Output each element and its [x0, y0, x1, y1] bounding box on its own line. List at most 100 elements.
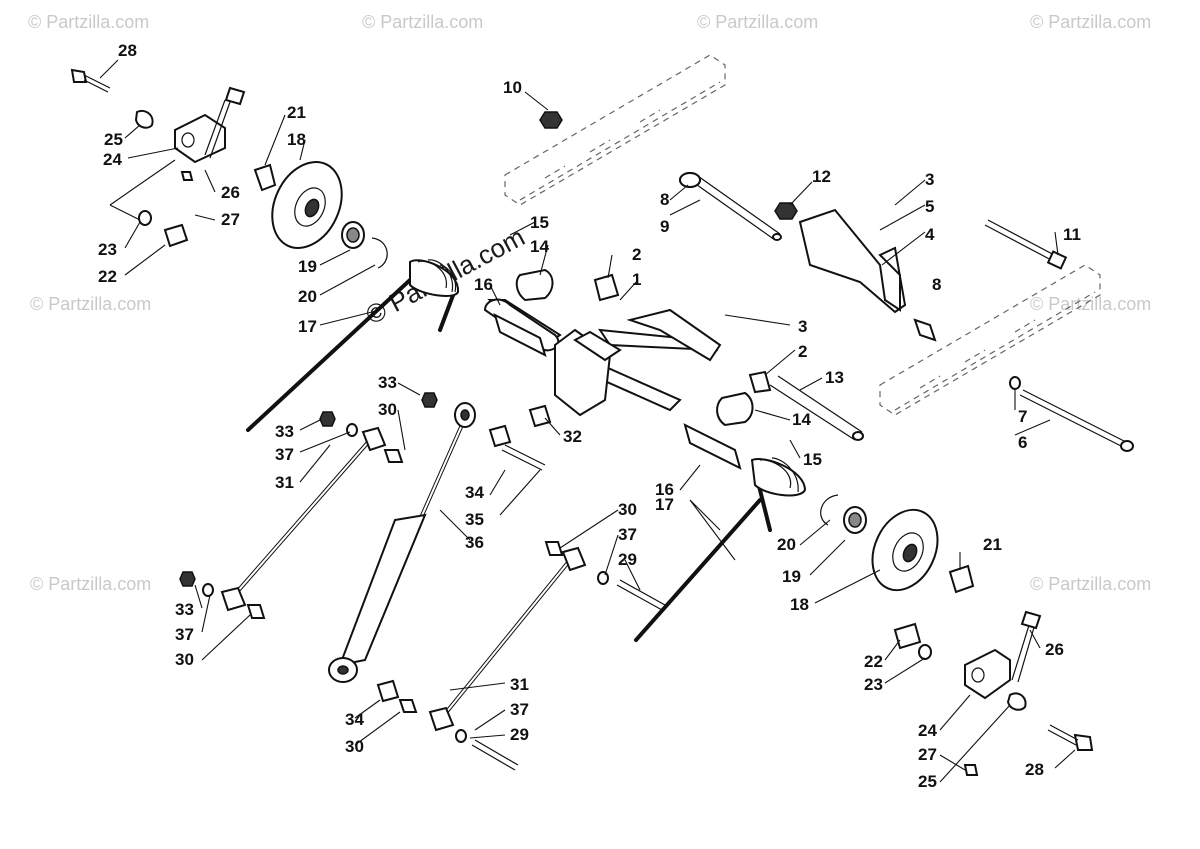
callout-29: 29 — [618, 550, 637, 569]
nut-12 — [774, 202, 798, 220]
bushing-30-a — [383, 449, 404, 463]
callout-19: 19 — [298, 257, 317, 276]
bolt-29-upper — [616, 579, 666, 611]
callout-29: 29 — [510, 725, 529, 744]
callout-30: 30 — [345, 737, 364, 756]
callout-3: 3 — [798, 317, 807, 336]
callout-10: 10 — [503, 78, 522, 97]
spring-17-upper — [246, 259, 460, 432]
watermark-text: © Partzilla.com — [30, 574, 151, 594]
callout-30: 30 — [618, 500, 637, 519]
callout-14: 14 — [792, 410, 811, 429]
callout-21: 21 — [287, 103, 306, 122]
rail-upper — [504, 54, 726, 206]
bushing-2-upper — [593, 273, 620, 302]
callout-14: 14 — [530, 237, 549, 256]
callout-12: 12 — [812, 167, 831, 186]
rail-lower — [879, 264, 1101, 416]
callout-35: 35 — [465, 510, 484, 529]
callout-20: 20 — [777, 535, 796, 554]
callout-34: 34 — [345, 710, 364, 729]
callout-8: 8 — [932, 275, 941, 294]
washer-7 — [1009, 376, 1021, 390]
shock-absorber-36 — [328, 402, 476, 683]
link-arm-31-lower — [428, 546, 587, 732]
callout-6: 6 — [1018, 433, 1027, 452]
bushing-34-upper — [488, 424, 512, 448]
callout-19: 19 — [782, 567, 801, 586]
bushing-22-upper — [163, 223, 189, 248]
callout-26: 26 — [1045, 640, 1064, 659]
callout-3: 3 — [925, 170, 934, 189]
bolt-26-lower — [1011, 610, 1042, 683]
washer-25-upper — [134, 109, 154, 129]
callout-20: 20 — [298, 287, 317, 306]
callout-24: 24 — [103, 150, 122, 169]
nut-33-b — [319, 411, 336, 427]
callout-2: 2 — [798, 342, 807, 361]
watermark-text: © Partzilla.com — [697, 12, 818, 32]
leader-lines — [99, 59, 1076, 783]
bolt-28-lower — [1047, 724, 1094, 751]
nut-27-upper — [180, 171, 194, 181]
washer-23-upper — [138, 210, 152, 226]
callout-11: 11 — [1063, 225, 1081, 244]
swing-arm-1 — [483, 298, 722, 417]
callout-25: 25 — [918, 772, 937, 791]
callout-37: 37 — [618, 525, 637, 544]
callout-18: 18 — [287, 130, 306, 149]
bushing-16-lower — [683, 423, 742, 470]
callout-16: 16 — [474, 275, 493, 294]
washer-37-c — [202, 583, 214, 597]
idler-wheel-18-upper — [271, 161, 343, 249]
callout-33: 33 — [378, 373, 397, 392]
callout-24: 24 — [918, 721, 937, 740]
watermark-text: © Partzilla.com — [362, 12, 483, 32]
bushing-30-d — [398, 699, 418, 713]
washer-25-lower — [1006, 692, 1027, 711]
callout-34: 34 — [465, 483, 484, 502]
callout-37: 37 — [275, 445, 294, 464]
callout-27: 27 — [918, 745, 937, 764]
callout-5: 5 — [925, 197, 934, 216]
callout-7: 7 — [1018, 407, 1027, 426]
bushing-30-c — [246, 604, 266, 619]
callout-28: 28 — [1025, 760, 1044, 779]
spacer-8-lower — [913, 318, 937, 342]
callout-33: 33 — [275, 422, 294, 441]
spring-17-lower — [634, 457, 807, 642]
callout-23: 23 — [98, 240, 117, 259]
callout-31: 31 — [510, 675, 529, 694]
callout-32: 32 — [563, 427, 582, 446]
snap-ring-20-lower — [820, 494, 839, 526]
watermark-text: © Partzilla.com — [1030, 574, 1151, 594]
watermark-text: © Partzilla.com — [1030, 294, 1151, 314]
callout-28: 28 — [118, 41, 137, 60]
callout-17: 17 — [655, 495, 674, 514]
bolt-11 — [984, 219, 1068, 270]
watermark-text: © Partzilla.com — [1030, 12, 1151, 32]
callout-30: 30 — [175, 650, 194, 669]
nut-33-a — [421, 392, 438, 408]
callout-22: 22 — [98, 267, 117, 286]
callout-16: 16 — [655, 480, 674, 499]
bumper-14-upper — [515, 268, 554, 302]
callout-18: 18 — [790, 595, 809, 614]
washer-37-d — [455, 729, 467, 743]
callout-25: 25 — [104, 130, 123, 149]
callout-2: 2 — [632, 245, 641, 264]
bushing-34-lower — [376, 679, 400, 703]
bolt-6 — [1019, 389, 1134, 452]
callout-31: 31 — [275, 473, 294, 492]
bearing-19-lower — [843, 506, 867, 534]
callout-8: 8 — [660, 190, 669, 209]
callout-1: 1 — [632, 270, 641, 289]
callout-13: 13 — [825, 368, 844, 387]
callout-17: 17 — [298, 317, 317, 336]
bushing-16-upper — [493, 313, 547, 357]
callout-33: 33 — [175, 600, 194, 619]
axle-clamp-24-lower — [964, 648, 1011, 700]
nut-27-lower — [963, 764, 979, 776]
spacer-21-upper — [253, 163, 277, 192]
